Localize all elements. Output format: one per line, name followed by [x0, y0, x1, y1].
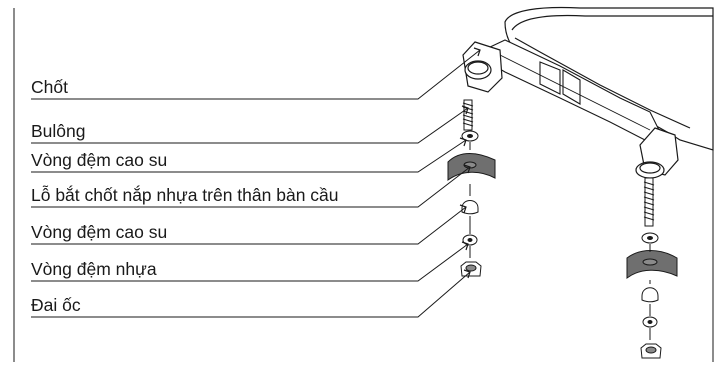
left-rubber-washer-1	[461, 130, 479, 142]
label-hole-on-bowl: Lỗ bắt chốt nắp nhựa trên thân bàn cầu	[31, 185, 339, 205]
right-hinge	[635, 127, 679, 179]
label-rubber-washer-2: Vòng đệm cao su	[31, 222, 168, 242]
right-rubber-washer-2	[641, 287, 659, 303]
left-plastic-washer	[462, 234, 478, 246]
left-rubber-washer-2	[461, 200, 479, 215]
assembly-axis-lines	[469, 142, 651, 340]
right-hole-block	[626, 250, 678, 280]
left-hinge	[462, 41, 503, 93]
right-nut	[640, 343, 662, 359]
leader-arrowheads	[459, 47, 481, 279]
left-nut	[460, 261, 482, 277]
label-nut: Đai ốc	[31, 295, 81, 315]
right-rubber-washer-1	[641, 232, 659, 244]
label-bolt: Bulông	[31, 121, 86, 141]
left-hole-block	[447, 153, 496, 181]
left-bolt	[462, 99, 474, 131]
right-plastic-washer	[642, 316, 658, 328]
right-bolt	[643, 177, 655, 227]
label-pin: Chốt	[31, 77, 68, 97]
hinge-bar	[487, 39, 661, 141]
leader-lines	[31, 49, 481, 318]
label-plastic-washer: Vòng đệm nhựa	[31, 259, 157, 279]
label-rubber-washer-1: Vòng đệm cao su	[31, 150, 168, 170]
